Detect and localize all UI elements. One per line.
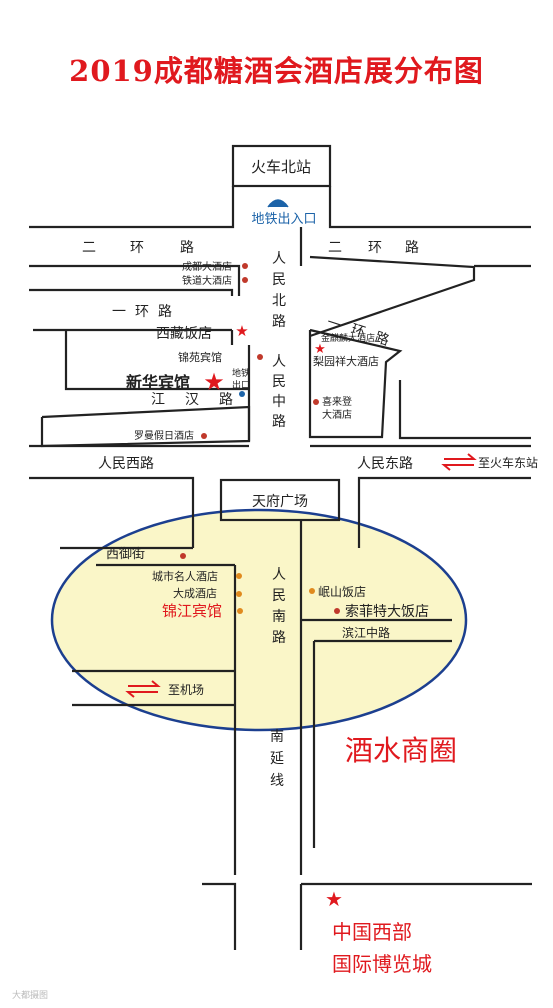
hotel-jinyuan-label: 锦苑宾馆 — [178, 350, 222, 364]
hotel-xinhua-star-icon: ★ — [203, 368, 225, 396]
to-airport-label: 至机场 — [168, 683, 204, 697]
road-renmin-west-bottom — [29, 476, 195, 548]
watermark-logo: 大都摄图 — [12, 989, 48, 1001]
ring2-left-label-3: 路 — [180, 240, 194, 256]
metro-exit-small-dot — [239, 391, 245, 397]
metro-exit-label: 地铁出入口 — [251, 212, 316, 227]
double-arrow-east-icon — [441, 453, 477, 471]
hotel-xizang-label: 西藏饭店 — [156, 326, 212, 342]
ring1-right-label-3: 路 — [373, 330, 391, 350]
hotel-chengdu-dot — [242, 263, 248, 269]
renmin-middle-4: 路 — [272, 414, 286, 430]
hotel-tiedao-dot — [242, 277, 248, 283]
hotel-sofitel-label: 索菲特大饭店 — [345, 603, 429, 620]
hotel-liyuan-star-icon: ★ — [314, 342, 326, 357]
road-renmin-east-bottom — [357, 476, 531, 548]
tianfu-square-box — [219, 478, 341, 522]
hotel-dacheng-dot — [236, 591, 242, 597]
renmin-middle-3: 中 — [272, 394, 286, 410]
hotel-jinyuan-dot — [257, 354, 263, 360]
metro-exit-small-2: 出口 — [232, 379, 250, 391]
hotel-tiedao-label: 铁道大酒店 — [182, 274, 232, 287]
liquor-zone-label: 酒水商圈 — [345, 734, 457, 767]
ring2-right-label-1: 二 — [328, 240, 342, 256]
renmin-north-2: 民 — [272, 272, 286, 288]
hotel-minshan-dot — [309, 588, 315, 594]
ring2-right-label-3: 路 — [405, 240, 419, 256]
expo-label-2: 国际博览城 — [332, 952, 432, 976]
hotel-xilaideng-label-1: 喜来登 — [322, 395, 352, 408]
page-title: 2019成都糖酒会酒店展分布图 — [69, 54, 484, 88]
xiyu-street-label: 西御街 — [106, 547, 145, 562]
hotel-minshan-label: 岷山饭店 — [318, 584, 366, 599]
road-ring2-left-top — [29, 186, 235, 229]
road-bottom-left — [202, 882, 237, 950]
hotel-chengshi-label: 城市名人酒店 — [152, 569, 218, 583]
ring2-right-label-2: 环 — [368, 240, 382, 256]
hotel-jinqilin-label: 金麒麟大酒店 — [321, 332, 375, 344]
block-left-ring — [29, 288, 234, 296]
renmin-south-4: 路 — [272, 630, 286, 646]
block-right-hotel — [308, 328, 403, 439]
north-station-label: 火车北站 — [251, 158, 311, 176]
renmin-middle-2: 民 — [272, 374, 286, 390]
double-arrow-airport-icon — [125, 680, 161, 698]
jianghan-label-1: 江 — [151, 392, 165, 408]
hotel-xilaideng-dot — [313, 399, 319, 405]
hotel-liyuan-label: 梨园祥大酒店 — [313, 354, 379, 368]
jianghan-label-2: 汉 — [185, 392, 199, 408]
renmin-south-3: 南 — [272, 609, 286, 625]
south-ext-2: 延 — [270, 751, 284, 767]
expo-star-icon: ★ — [325, 887, 343, 911]
hotel-jinjiang-dot — [237, 608, 243, 614]
south-ext-3: 线 — [270, 773, 284, 789]
ring2-left-label-2: 环 — [130, 240, 144, 256]
metro-exit-icon — [267, 199, 289, 208]
ring1-right-label-2: 环 — [349, 322, 367, 342]
renmin-south-1: 人 — [272, 567, 286, 583]
hotel-xizang-star-icon: ★ — [235, 322, 248, 340]
renmin-east-label: 人民东路 — [357, 456, 413, 472]
renmin-middle-1: 人 — [272, 354, 286, 370]
ring1-left-label-1: 一 — [112, 304, 126, 320]
renmin-north-1: 人 — [272, 251, 286, 267]
road-ring2-right-top — [328, 186, 531, 229]
renmin-south-2: 民 — [272, 588, 286, 604]
ring2-left-label-1: 二 — [82, 240, 96, 256]
hotel-xilaideng-label-2: 大酒店 — [322, 408, 352, 421]
hotel-sofitel-dot — [334, 608, 340, 614]
south-ext-1: 南 — [270, 729, 284, 745]
expo-label-1: 中国西部 — [332, 920, 412, 944]
to-east-station-label: 至火车东站 — [478, 455, 538, 470]
renmin-north-4: 路 — [272, 314, 286, 330]
north-station-box — [231, 144, 332, 188]
block-left-xinhua — [64, 330, 249, 391]
ring1-left-label-2: 环 — [135, 304, 149, 320]
renmin-north-3: 北 — [272, 293, 286, 309]
hotel-luoman-label: 罗曼假日酒店 — [134, 429, 194, 442]
binjiang-label: 滨江中路 — [342, 625, 390, 640]
road-ring2-left-bottom — [29, 264, 241, 296]
hotel-chengshi-dot — [236, 573, 242, 579]
hotel-jinjiang-label: 锦江宾馆 — [162, 602, 222, 620]
tianfu-square-label: 天府广场 — [252, 494, 308, 510]
hotel-chengdu-label: 成都大酒店 — [182, 260, 232, 273]
jianghan-label-3: 路 — [219, 392, 233, 408]
road-right-kink — [398, 380, 531, 440]
renmin-west-label: 人民西路 — [98, 456, 154, 472]
metro-exit-small-1: 地铁 — [232, 367, 250, 379]
block-right-ring2 — [309, 255, 476, 338]
ring1-left-label-3: 路 — [158, 304, 172, 320]
hotel-xinhua-label: 新华宾馆 — [126, 373, 190, 392]
hotel-luoman-dot — [201, 433, 207, 439]
ring1-right-label-1: 一 — [325, 315, 343, 335]
hotel-dacheng-label: 大成酒店 — [173, 586, 217, 600]
xiyu-dot — [180, 553, 186, 559]
